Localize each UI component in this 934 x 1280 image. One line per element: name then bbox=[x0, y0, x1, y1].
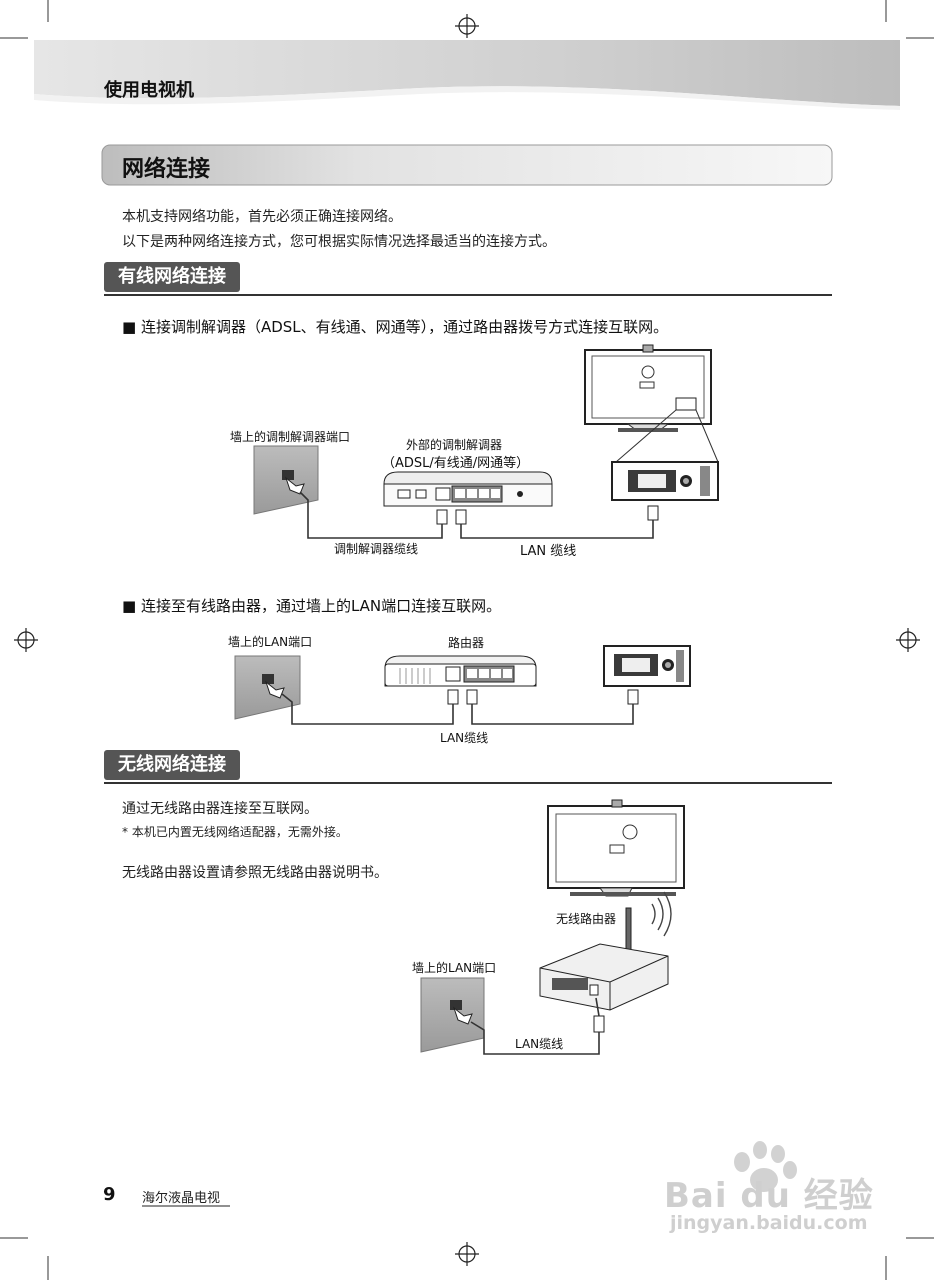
header-band bbox=[34, 40, 900, 106]
registration-marks bbox=[14, 14, 920, 1266]
page-number: 9 bbox=[103, 1184, 116, 1205]
wireless-note: * 本机已内置无线网络适配器，无需外接。 bbox=[122, 825, 348, 839]
label-wall-lan-port-1: 墙上的LAN端口 bbox=[228, 635, 313, 649]
section-heading-wireless: 无线网络连接 bbox=[104, 750, 240, 780]
label-wireless-router: 无线路由器 bbox=[556, 912, 617, 926]
label-modem-types: （ADSL/有线通/网通等） bbox=[382, 456, 530, 471]
label-lan-cable-1: LAN 缆线 bbox=[520, 544, 577, 559]
intro-line-2: 以下是两种网络连接方式，您可根据实际情况选择最适当的连接方式。 bbox=[122, 234, 556, 250]
tv-port-area bbox=[675, 397, 697, 411]
diagram-router bbox=[234, 645, 691, 725]
diagram-modem bbox=[253, 344, 719, 539]
section-rule-wireless bbox=[104, 782, 832, 784]
footer-brand: 海尔液晶电视 bbox=[142, 1191, 221, 1206]
section-rule-wired bbox=[104, 294, 832, 296]
label-wall-modem-port: 墙上的调制解调器端口 bbox=[230, 430, 351, 444]
diagram-wireless bbox=[420, 799, 685, 1055]
page-title: 网络连接 bbox=[122, 157, 211, 182]
watermark-logo: Bai du 经验 bbox=[664, 1176, 874, 1216]
label-modem-cable: 调制解调器缆线 bbox=[334, 542, 419, 556]
wireless-line-1: 通过无线路由器连接至互联网。 bbox=[122, 801, 318, 817]
label-router: 路由器 bbox=[448, 636, 485, 650]
label-wall-lan-port-2: 墙上的LAN端口 bbox=[412, 961, 497, 975]
label-lan-cable-3: LAN缆线 bbox=[515, 1037, 564, 1051]
chapter-title: 使用电视机 bbox=[104, 80, 194, 101]
label-lan-cable-2: LAN缆线 bbox=[440, 731, 489, 745]
bullet-method-1: ■ 连接调制解调器（ADSL、有线通、网通等），通过路由器拨号方式连接互联网。 bbox=[122, 318, 669, 336]
watermark-paw bbox=[734, 1141, 797, 1192]
section-heading-wired: 有线网络连接 bbox=[104, 262, 240, 292]
intro-line-1: 本机支持网络功能，首先必须正确连接网络。 bbox=[122, 209, 402, 225]
wireless-line-2: 无线路由器设置请参照无线路由器说明书。 bbox=[122, 865, 388, 881]
title-bar-bg bbox=[101, 144, 833, 186]
bullet-method-2: ■ 连接至有线路由器，通过墙上的LAN端口连接互联网。 bbox=[122, 597, 502, 615]
label-external-modem: 外部的调制解调器 bbox=[406, 438, 503, 452]
watermark-url: jingyan.baidu.com bbox=[670, 1212, 868, 1234]
